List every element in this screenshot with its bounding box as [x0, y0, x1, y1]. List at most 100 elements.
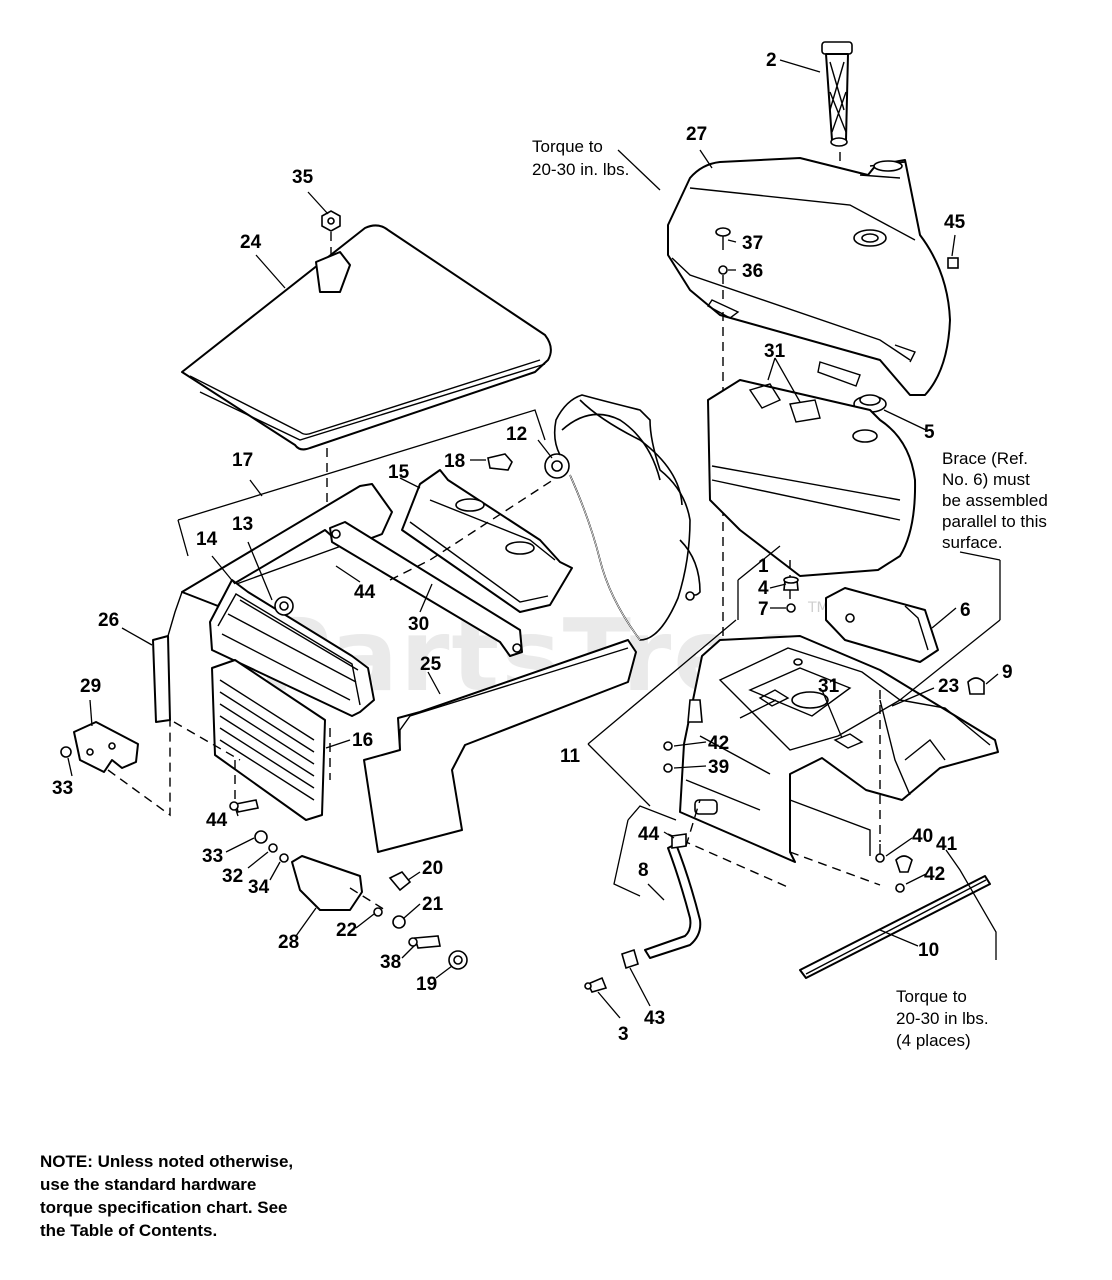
group-bracket-11 — [587, 619, 737, 897]
part-30-support — [329, 521, 523, 657]
callout-29: 29 — [80, 676, 101, 697]
leader-lines — [67, 59, 1001, 1019]
callout-10: 10 — [918, 940, 939, 961]
part-6-brace — [825, 587, 939, 663]
callout-7: 7 — [758, 599, 769, 620]
callout-15: 15 — [388, 462, 410, 483]
note-line: 20-30 in lbs. — [896, 1009, 989, 1028]
callout-30: 30 — [408, 614, 429, 635]
callout-33: 33 — [202, 846, 223, 867]
callout-3: 3 — [618, 1024, 629, 1045]
callout-13: 13 — [232, 514, 253, 535]
group-bracket-1 — [737, 545, 781, 620]
callout-40: 40 — [912, 826, 933, 847]
footer-line: use the standard hardware — [40, 1175, 257, 1194]
callout-17: 17 — [232, 450, 253, 471]
footer-line: torque specification chart. See — [40, 1198, 288, 1217]
callout-33: 33 — [52, 778, 73, 799]
callout-42: 42 — [708, 733, 729, 754]
callout-11: 11 — [560, 746, 581, 767]
assembly-line — [685, 799, 701, 847]
part-13-bulb — [274, 596, 294, 616]
callout-31: 31 — [818, 676, 840, 697]
callout-44: 44 — [638, 824, 660, 845]
part-29-bracket — [73, 721, 139, 773]
part-27-shroud — [667, 157, 951, 396]
assembly-line — [349, 887, 386, 911]
callout-26: 26 — [98, 610, 119, 631]
part-9-clip — [967, 677, 985, 695]
part-24-hood — [181, 224, 552, 451]
callout-numbers: 2 27 45 37 36 31 5 35 24 12 18 17 15 13 … — [52, 50, 1013, 1045]
callout-31: 31 — [764, 341, 786, 362]
note-brace: Brace (Ref. No. 6) must be assembled par… — [942, 449, 1048, 552]
part-18-switch — [487, 453, 513, 471]
callout-22: 22 — [336, 920, 357, 941]
part-10-strip — [799, 875, 991, 979]
wiring-harness — [553, 394, 701, 641]
callout-25: 25 — [420, 654, 442, 675]
hardware-right — [663, 699, 913, 893]
callout-32: 32 — [222, 866, 243, 887]
footer-line: NOTE: Unless noted otherwise, — [40, 1152, 294, 1171]
callout-44: 44 — [206, 810, 228, 831]
callout-37: 37 — [742, 233, 763, 254]
note-line: Brace (Ref. — [942, 449, 1028, 468]
callout-45: 45 — [944, 212, 966, 233]
callout-6: 6 — [960, 600, 971, 621]
note-line: be assembled — [942, 491, 1048, 510]
note-line: No. 6) must — [942, 470, 1030, 489]
callout-8: 8 — [638, 860, 649, 881]
callout-38: 38 — [380, 952, 401, 973]
hardware-shroud — [715, 227, 959, 275]
callout-42: 42 — [924, 864, 945, 885]
part-14-bezel — [209, 579, 375, 717]
callout-9: 9 — [1002, 662, 1013, 683]
hardware-grommets — [783, 576, 799, 613]
fuel-tank — [707, 379, 917, 577]
footer-note: NOTE: Unless noted otherwise, use the st… — [40, 1150, 360, 1242]
part-2-filler-neck — [821, 41, 853, 147]
callout-23: 23 — [938, 676, 959, 697]
note-line: parallel to this — [942, 512, 1047, 531]
callout-20: 20 — [422, 858, 443, 879]
callout-18: 18 — [444, 451, 465, 472]
assembly-line — [667, 833, 881, 889]
note-line: surface. — [942, 533, 1002, 552]
callout-16: 16 — [352, 730, 373, 751]
callout-4: 4 — [758, 578, 769, 599]
group-bracket-17 — [177, 409, 546, 557]
callout-27: 27 — [686, 124, 707, 145]
part-8-hose — [584, 833, 702, 993]
callout-36: 36 — [742, 261, 763, 282]
callout-1: 1 — [758, 556, 769, 577]
part-28-bracket — [291, 855, 363, 911]
assembly-line — [107, 720, 171, 817]
callout-21: 21 — [422, 894, 444, 915]
part-25-side-panel — [363, 639, 637, 853]
part-35-nut — [321, 210, 341, 232]
note-line: 20-30 in. lbs. — [532, 160, 629, 179]
callout-28: 28 — [278, 932, 299, 953]
part-23-frame — [679, 635, 999, 863]
callout-35: 35 — [292, 167, 314, 188]
note-line: Torque to — [896, 987, 967, 1006]
assembly-line — [173, 721, 241, 761]
callout-44: 44 — [354, 582, 376, 603]
note-torque-top: Torque to 20-30 in. lbs. — [532, 137, 629, 179]
note-torque-bottom: Torque to 20-30 in lbs. (4 places) — [896, 987, 989, 1050]
note-line: Torque to — [532, 137, 603, 156]
callout-41: 41 — [936, 834, 958, 855]
callout-5: 5 — [924, 422, 935, 443]
callout-24: 24 — [240, 232, 262, 253]
hardware-left — [229, 799, 468, 970]
callout-39: 39 — [708, 757, 729, 778]
part-16-grille — [211, 659, 326, 821]
part-33-nut — [60, 746, 72, 758]
callout-34: 34 — [248, 877, 270, 898]
part-12-switch — [544, 453, 570, 479]
callout-14: 14 — [196, 529, 218, 550]
callout-12: 12 — [506, 424, 527, 445]
footer-line: the Table of Contents. — [40, 1221, 218, 1240]
